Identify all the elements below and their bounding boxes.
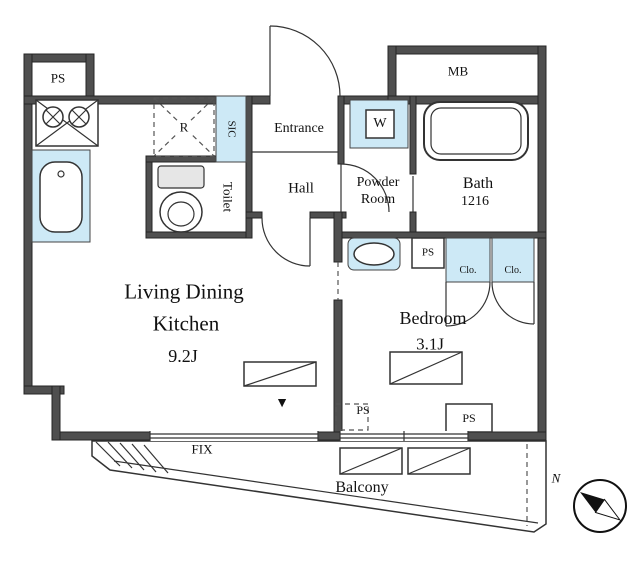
- bedroom-panel-hatch: [389, 351, 463, 385]
- label-closet-left: Clo.: [459, 265, 477, 276]
- label-ldk-line2: Kitchen: [152, 311, 220, 336]
- label-bath: Bath: [462, 175, 494, 192]
- label-refrigerator: R: [177, 119, 191, 135]
- label-balcony: Balcony: [335, 479, 389, 496]
- direction-marker-icon: ▼: [275, 396, 289, 411]
- label-north: N: [551, 470, 561, 486]
- balcony-slope-hatch: [95, 441, 169, 474]
- ps-bottom-center-box: [335, 403, 369, 431]
- label-ps-top-left: PS: [50, 70, 66, 86]
- fix-window: [149, 431, 319, 441]
- toilet-icon: [157, 165, 205, 233]
- label-ps-mid: PS: [421, 246, 435, 259]
- bathtub-icon: [423, 101, 529, 161]
- ldk-panel-hatch: [243, 361, 317, 387]
- closet-right: [491, 237, 535, 325]
- hall-door-arc: [261, 217, 311, 267]
- label-washer: W: [373, 116, 387, 131]
- label-ldk-size: 9.2J: [168, 346, 198, 366]
- label-powder-line1: Powder: [356, 175, 400, 190]
- label-ldk-line1: Living Dining: [124, 279, 244, 304]
- entrance-door-arc: [269, 25, 341, 97]
- label-bedroom: Bedroom: [399, 308, 467, 328]
- compass-icon: [573, 479, 627, 533]
- label-bath-size: 1216: [461, 194, 489, 209]
- bedroom-window: [339, 431, 469, 441]
- label-bedroom-size: 3.1J: [416, 334, 444, 354]
- balcony-panel-hatch-right: [407, 447, 471, 475]
- sink-icon: [31, 149, 91, 243]
- label-sic: SIC: [225, 120, 238, 138]
- ps-bottom-right-box: [445, 403, 493, 433]
- ps-mid-box: [411, 237, 445, 269]
- label-powder-line2: Room: [360, 192, 396, 207]
- stove-icon: [35, 99, 99, 147]
- label-entrance: Entrance: [274, 121, 324, 136]
- label-closet-right: Clo.: [504, 265, 522, 276]
- label-mb: MB: [447, 63, 469, 79]
- label-ps-bottom-right: PS: [462, 411, 476, 425]
- balcony-outline: [91, 440, 547, 533]
- washer-space: [349, 99, 409, 149]
- north-needle: [580, 492, 605, 513]
- label-toilet: Toilet: [220, 181, 236, 213]
- balcony-panel-hatch-left: [339, 447, 403, 475]
- closet-left: [445, 237, 491, 327]
- refrigerator-space: [153, 97, 215, 157]
- label-ps-bottom-center: PS: [356, 403, 370, 417]
- sic-closet: [215, 95, 247, 163]
- label-fix: FIX: [191, 441, 213, 457]
- washbasin-icon: [347, 237, 401, 271]
- powder-room-door-arc: [340, 163, 390, 213]
- label-hall: Hall: [288, 180, 314, 197]
